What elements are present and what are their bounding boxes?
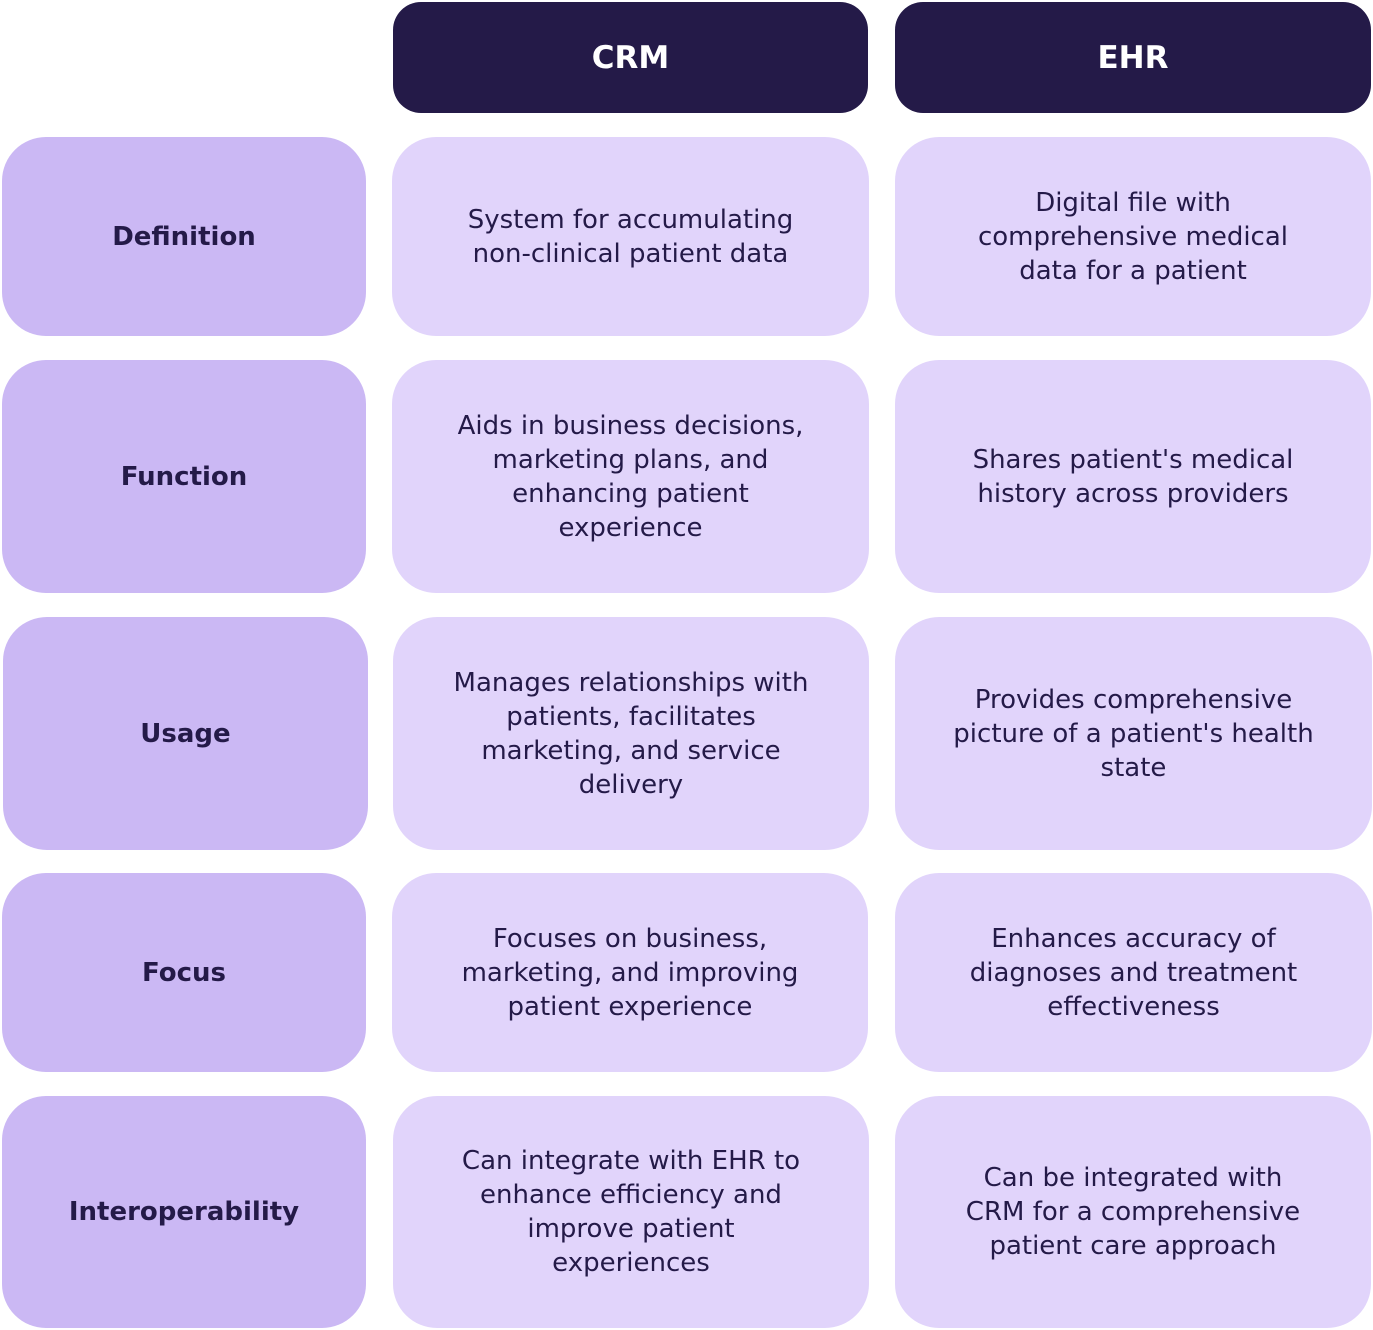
crm-function-cell: Aids in business decisions, marketing pl…: [392, 360, 869, 593]
crm-usage-cell: Manages relationships with patients, fac…: [393, 617, 869, 850]
ehr-definition-cell: Digital file with comprehensive medical …: [895, 137, 1371, 336]
crm-focus-cell: Focuses on business, marketing, and impr…: [392, 873, 868, 1072]
row-label-interoperability: Interoperability: [2, 1096, 366, 1328]
row-label-function: Function: [2, 360, 366, 593]
ehr-usage-cell: Provides comprehensive picture of a pati…: [895, 617, 1372, 850]
ehr-focus-cell: Enhances accuracy of diagnoses and treat…: [895, 873, 1372, 1072]
column-header-ehr: EHR: [895, 2, 1371, 113]
crm-definition-cell: System for accumulating non-clinical pat…: [392, 137, 869, 336]
ehr-function-cell: Shares patient's medical history across …: [895, 360, 1371, 593]
ehr-interoperability-cell: Can be integrated with CRM for a compreh…: [895, 1096, 1371, 1328]
crm-interoperability-cell: Can integrate with EHR to enhance effici…: [393, 1096, 869, 1328]
row-label-focus: Focus: [2, 873, 366, 1072]
column-header-crm: CRM: [393, 2, 868, 113]
row-label-usage: Usage: [3, 617, 368, 850]
row-label-definition: Definition: [2, 137, 366, 336]
